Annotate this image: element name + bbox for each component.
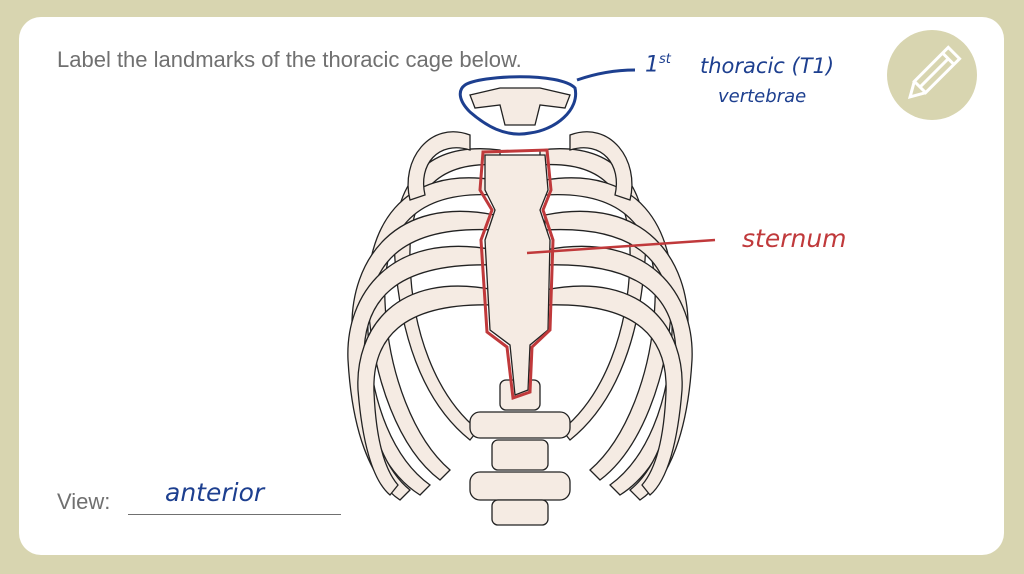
pencil-icon (907, 45, 962, 100)
vertebral-column (469, 87, 571, 526)
edit-button[interactable] (887, 30, 977, 120)
t1-outline (458, 75, 578, 136)
vertebra-label-line1: thoracic (T1) (700, 54, 835, 78)
ribs-left (347, 131, 501, 501)
question-prompt: Label the landmarks of the thoracic cage… (57, 47, 522, 72)
ordinal-suffix: st (659, 52, 671, 67)
view-label: View: (57, 489, 111, 514)
sternum-outline (478, 148, 555, 401)
ribs-right (539, 131, 693, 501)
vertebra-ordinal: 1st (645, 52, 671, 77)
view-answer-line (128, 514, 341, 515)
vertebra-label-line2: vertebrae (718, 86, 807, 107)
ordinal-number: 1 (645, 52, 659, 78)
view-answer: anterior (165, 478, 265, 507)
sternum-bone (484, 154, 551, 396)
sternum-label: sternum (742, 224, 847, 253)
